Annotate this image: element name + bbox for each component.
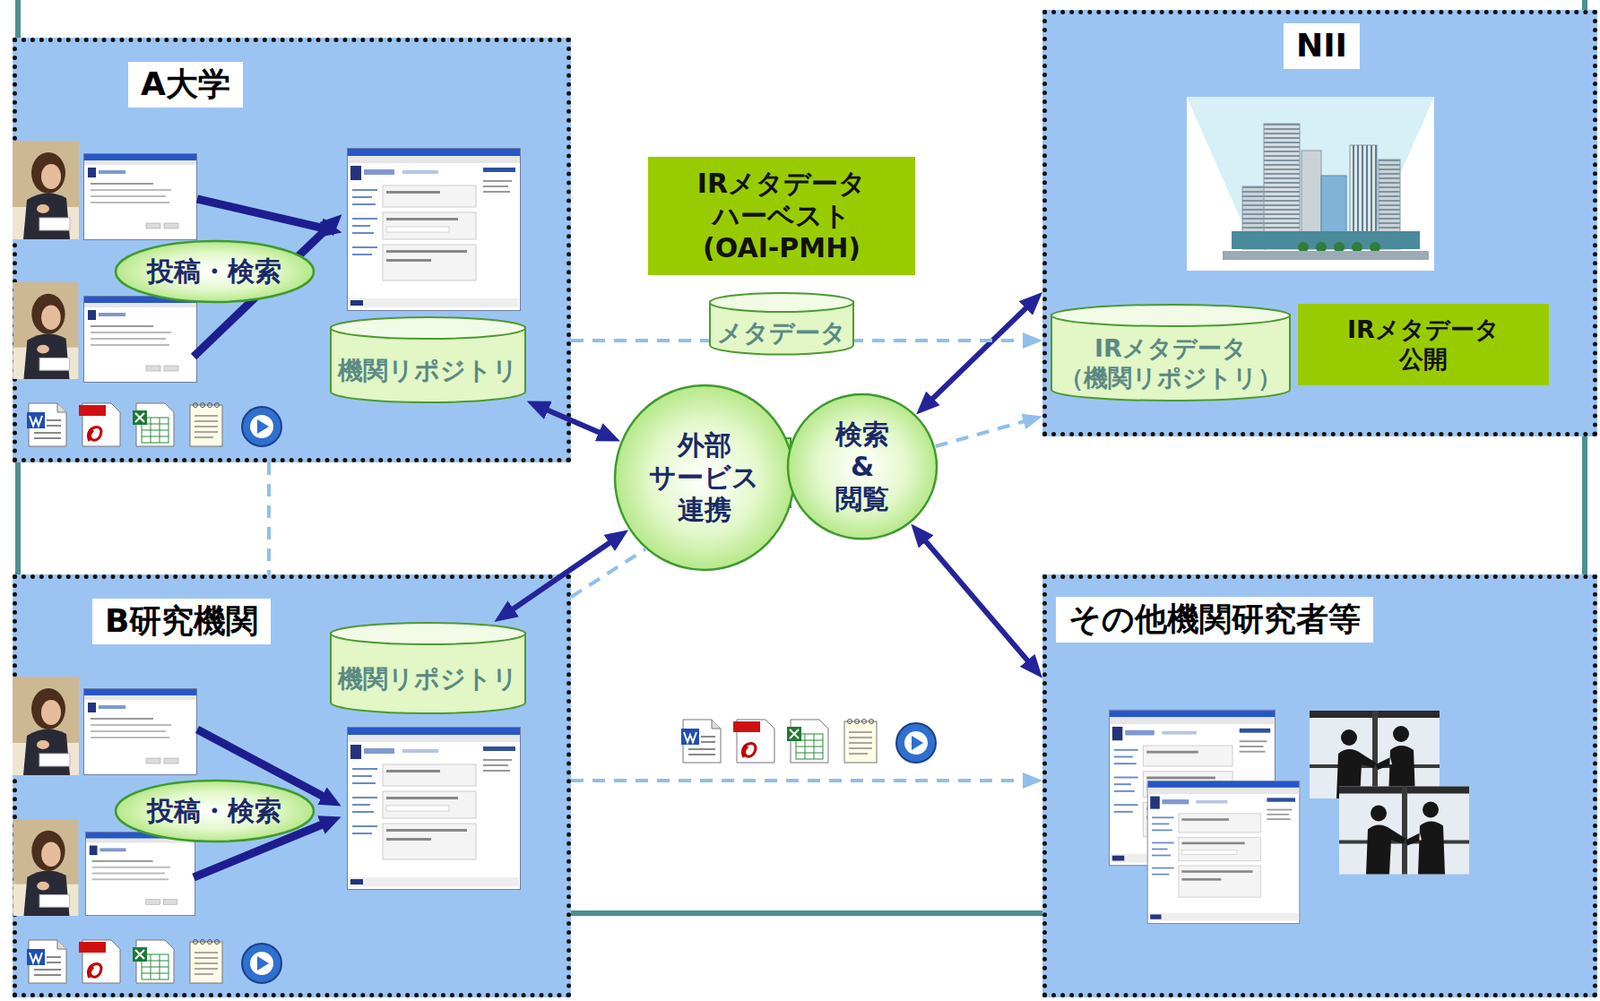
dashed-flow: [570, 338, 1025, 343]
nii-building-part: [1263, 123, 1300, 250]
process-box: IRメタデータ 公開: [1297, 303, 1549, 386]
dashed-flow: [267, 462, 271, 575]
node-label: IRメタデータ （機関リポジトリ）: [1058, 334, 1283, 393]
submit-arrow: [197, 198, 325, 229]
repository-cylinder: 機関リポジトリ: [328, 316, 528, 404]
dspace-screen: [1147, 780, 1300, 924]
cylinder-top: [330, 622, 526, 645]
file-icons: [26, 403, 282, 448]
repository-cylinder: 機関リポジトリ: [328, 622, 528, 715]
process-box: IRメタデータ ハーベスト (OAI-PMH): [648, 156, 916, 276]
client-screen: [85, 831, 195, 916]
cylinder-top: [709, 293, 854, 312]
double-arrow: [543, 407, 605, 434]
dspace-screen: [347, 727, 521, 891]
metadata-cylinder: IRメタデータ （機関リポジトリ）: [1049, 303, 1292, 402]
circle-bridge: [776, 438, 791, 508]
node-label: 機関リポジトリ: [337, 664, 519, 695]
nii-building-part: [1263, 123, 1300, 250]
service-circle: 外部 サービス 連携: [613, 383, 796, 572]
node-label: 検索 & 閲覧: [830, 418, 895, 516]
user-photo: [12, 140, 79, 240]
nii-building-part: [1186, 96, 1435, 271]
node-label: 投稿・検索: [147, 255, 282, 288]
cylinder-top: [330, 317, 526, 339]
nii-building: [1186, 96, 1435, 271]
ellipse-shape: [115, 780, 314, 842]
meeting-photo: [1309, 710, 1440, 799]
client-screen: [84, 689, 198, 776]
ellipse-shape: [115, 241, 314, 303]
submit-arrow: [193, 823, 325, 878]
file-icons: [681, 719, 936, 764]
action-ellipse: 投稿・検索: [113, 778, 316, 844]
double-arrow: [922, 537, 1031, 666]
submit-arrow: [193, 226, 329, 357]
cylinder-top: [1051, 304, 1290, 327]
panel-title: B研究機関: [92, 598, 271, 645]
double-arrow: [929, 304, 1030, 403]
dspace-screen: [347, 148, 521, 312]
user-photo: [12, 676, 79, 776]
client-screen: [84, 296, 198, 383]
ellipse-shape: [787, 394, 937, 539]
node-label: メタデータ: [717, 318, 847, 349]
metadata-cylinder: メタデータ: [708, 292, 856, 356]
file-icons: [26, 940, 282, 985]
panel-title: A大学: [128, 61, 243, 108]
node-label: IRメタデータ ハーベスト (OAI-PMH): [685, 167, 879, 265]
double-arrow: [509, 539, 615, 612]
user-photo: [13, 819, 79, 917]
node-label: 外部 サービス 連携: [643, 429, 765, 527]
ellipse-shape: [614, 385, 795, 571]
panel-title: その他機関研究者等: [1055, 596, 1374, 643]
dashed-flow: [570, 549, 646, 597]
user-photo: [13, 282, 79, 380]
node-label: 投稿・検索: [147, 795, 282, 828]
client-screen: [84, 154, 198, 241]
cylinder-body: [1051, 314, 1290, 401]
node-label: 機関リポジトリ: [337, 355, 519, 387]
meeting-photo: [1339, 787, 1470, 875]
action-ellipse: 投稿・検索: [113, 239, 316, 304]
user-a: [12, 140, 521, 447]
submit-arrow: [197, 729, 326, 798]
panel-title: NII: [1283, 23, 1360, 70]
researcher-visual: [1108, 709, 1470, 924]
nii-building-part: [1222, 250, 1429, 260]
node-label: IRメタデータ 公開: [1333, 315, 1514, 374]
user-b: [12, 676, 521, 984]
dashed-flow: [935, 421, 1026, 447]
dashed-flow: [570, 778, 1025, 783]
service-circle: 検索 & 閲覧: [786, 392, 939, 541]
